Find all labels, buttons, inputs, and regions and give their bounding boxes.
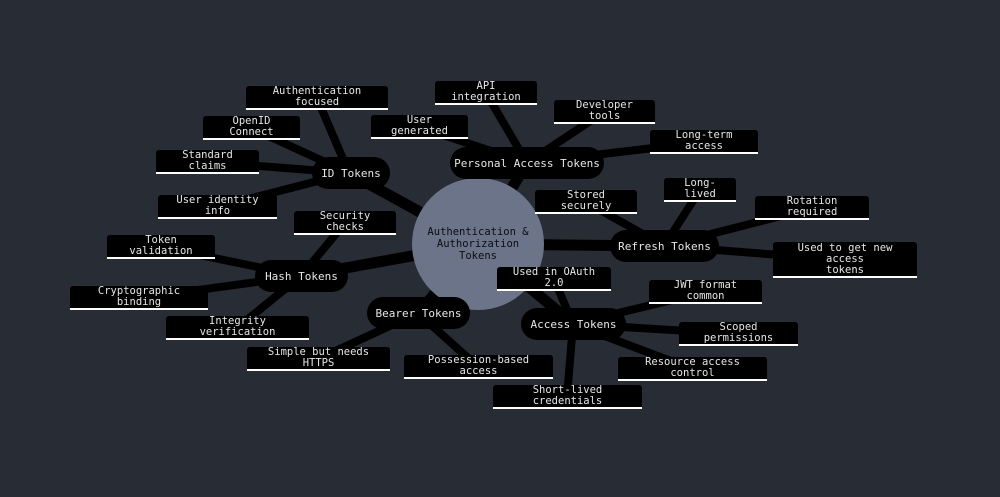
leaf-node-label: Long-term access bbox=[675, 129, 733, 152]
leaf-node-label: JWT format common bbox=[673, 279, 738, 302]
leaf-node[interactable]: OpenID Connect bbox=[203, 116, 300, 140]
branch-node-label: ID Tokens bbox=[321, 166, 381, 180]
leaf-node[interactable]: Short-lived credentials bbox=[493, 385, 642, 409]
leaf-node-label: Possession-based access bbox=[427, 354, 530, 377]
leaf-node-label: Resource access control bbox=[645, 356, 740, 379]
leaf-node[interactable]: Simple but needs HTTPS bbox=[247, 347, 390, 371]
branch-node-personal-access-tokens[interactable]: Personal Access Tokens bbox=[450, 147, 604, 179]
leaf-node-label: Rotation required bbox=[786, 195, 838, 218]
leaf-node-label: Integrity verification bbox=[199, 315, 276, 338]
leaf-node[interactable]: Authentication focused bbox=[246, 86, 388, 110]
leaf-node[interactable]: Rotation required bbox=[755, 196, 869, 220]
leaf-node-label: Stored securely bbox=[560, 189, 612, 212]
branch-node-label: Bearer Tokens bbox=[375, 306, 462, 320]
leaf-node[interactable]: Used to get new access tokens bbox=[773, 242, 917, 278]
leaf-node-label: Short-lived credentials bbox=[532, 384, 603, 407]
leaf-node[interactable]: User identity info bbox=[158, 195, 277, 219]
leaf-node[interactable]: User generated bbox=[371, 115, 468, 139]
branch-node-bearer-tokens[interactable]: Bearer Tokens bbox=[367, 297, 470, 329]
leaf-node[interactable]: Integrity verification bbox=[166, 316, 309, 340]
leaf-node-label: User generated bbox=[391, 114, 448, 137]
leaf-node-label: Long-lived bbox=[684, 177, 716, 200]
leaf-node[interactable]: Cryptographic binding bbox=[70, 286, 208, 310]
branch-node-label: Hash Tokens bbox=[265, 269, 338, 283]
branch-node-label: Refresh Tokens bbox=[618, 239, 711, 253]
leaf-node[interactable]: Standard claims bbox=[156, 150, 259, 174]
root-node[interactable]: Authentication & Authorization Tokens bbox=[412, 178, 544, 310]
leaf-node[interactable]: Used in OAuth 2.0 bbox=[497, 267, 611, 291]
leaf-node[interactable]: Developer tools bbox=[554, 100, 655, 124]
leaf-node-label: Security checks bbox=[319, 210, 371, 233]
leaf-node-label: User identity info bbox=[176, 194, 259, 217]
branch-node-access-tokens[interactable]: Access Tokens bbox=[521, 308, 626, 340]
branch-node-label: Access Tokens bbox=[530, 317, 617, 331]
leaf-node[interactable]: Resource access control bbox=[618, 357, 767, 381]
leaf-node[interactable]: Scoped permissions bbox=[679, 322, 798, 346]
branch-node-hash-tokens[interactable]: Hash Tokens bbox=[255, 260, 348, 292]
leaf-node-label: API integration bbox=[451, 80, 521, 103]
leaf-node-label: OpenID Connect bbox=[229, 115, 274, 138]
root-node-label: Authentication & Authorization Tokens bbox=[427, 226, 529, 262]
leaf-node[interactable]: Long-lived bbox=[664, 178, 736, 202]
leaf-node-label: Token validation bbox=[129, 234, 193, 257]
leaf-node-label: Developer tools bbox=[576, 99, 633, 122]
leaf-node[interactable]: Long-term access bbox=[650, 130, 758, 154]
leaf-node[interactable]: JWT format common bbox=[649, 280, 762, 304]
leaf-node-label: Authentication focused bbox=[272, 85, 362, 108]
branch-node-refresh-tokens[interactable]: Refresh Tokens bbox=[610, 230, 719, 262]
leaf-node[interactable]: API integration bbox=[435, 81, 537, 105]
leaf-node[interactable]: Token validation bbox=[107, 235, 215, 259]
leaf-node-label: Cryptographic binding bbox=[97, 285, 181, 308]
leaf-node[interactable]: Security checks bbox=[294, 211, 396, 235]
leaf-node-label: Used in OAuth 2.0 bbox=[512, 266, 596, 289]
branch-node-id-tokens[interactable]: ID Tokens bbox=[312, 157, 390, 189]
branch-node-label: Personal Access Tokens bbox=[454, 156, 600, 170]
leaf-node[interactable]: Stored securely bbox=[535, 190, 637, 214]
leaf-node-label: Simple but needs HTTPS bbox=[267, 346, 370, 369]
leaf-node-label: Used to get new access tokens bbox=[797, 241, 893, 276]
leaf-node-label: Standard claims bbox=[182, 149, 233, 172]
leaf-node-label: Scoped permissions bbox=[703, 321, 774, 344]
leaf-node[interactable]: Possession-based access bbox=[404, 355, 553, 379]
